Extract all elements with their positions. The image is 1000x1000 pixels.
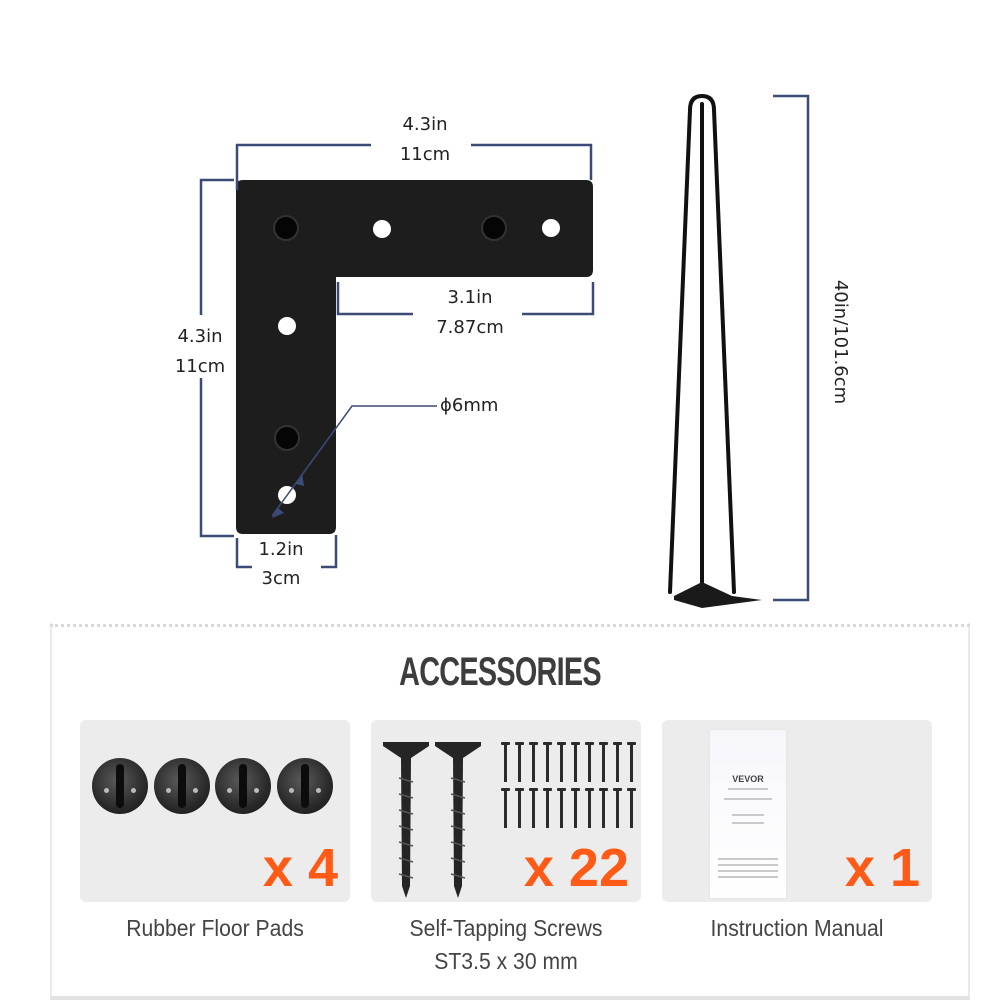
quantity-label: x 4 [262,838,338,898]
caption-floor-pads: Rubber Floor Pads [77,912,353,945]
side-height-cm: 11cm [174,356,226,377]
item-name: Rubber Floor Pads [126,915,304,941]
l-bracket-image [199,93,810,608]
hole-diameter-label: ϕ6mm [440,395,499,416]
caption-manual: Instruction Manual [659,912,935,945]
item-spec: ST3.5 x 30 mm [434,948,578,974]
manual-brand: VEVOR [732,774,764,784]
top-width-in: 4.3in [402,114,448,135]
manual-icon: VEVOR [710,730,786,898]
inner-length-in: 3.1in [447,287,493,308]
caption-screws: Self-Tapping Screws ST3.5 x 30 mm [368,912,644,978]
accessory-card-manual: VEVOR x 1 [662,720,932,902]
accessories-heading: ACCESSORIES [399,650,601,694]
screw-icon [383,742,481,898]
accessories-frame [50,623,970,1000]
accessory-card-screws: x 22 [371,720,641,902]
leg-height-label: 40in/101.6cm [830,279,851,405]
quantity-label: x 1 [844,838,920,898]
accessory-card-floor-pads: x 4 [80,720,350,902]
side-height-in: 4.3in [177,326,223,347]
top-width-cm: 11cm [399,144,451,165]
item-name: Self-Tapping Screws [409,915,603,941]
strip-width-cm: 3cm [261,568,301,589]
strip-width-in: 1.2in [258,539,304,560]
inner-length-cm: 7.87cm [436,317,504,338]
item-name: Instruction Manual [710,915,884,941]
quantity-label: x 22 [523,838,629,898]
hairpin-leg-image [668,93,736,594]
section-divider [50,624,970,627]
